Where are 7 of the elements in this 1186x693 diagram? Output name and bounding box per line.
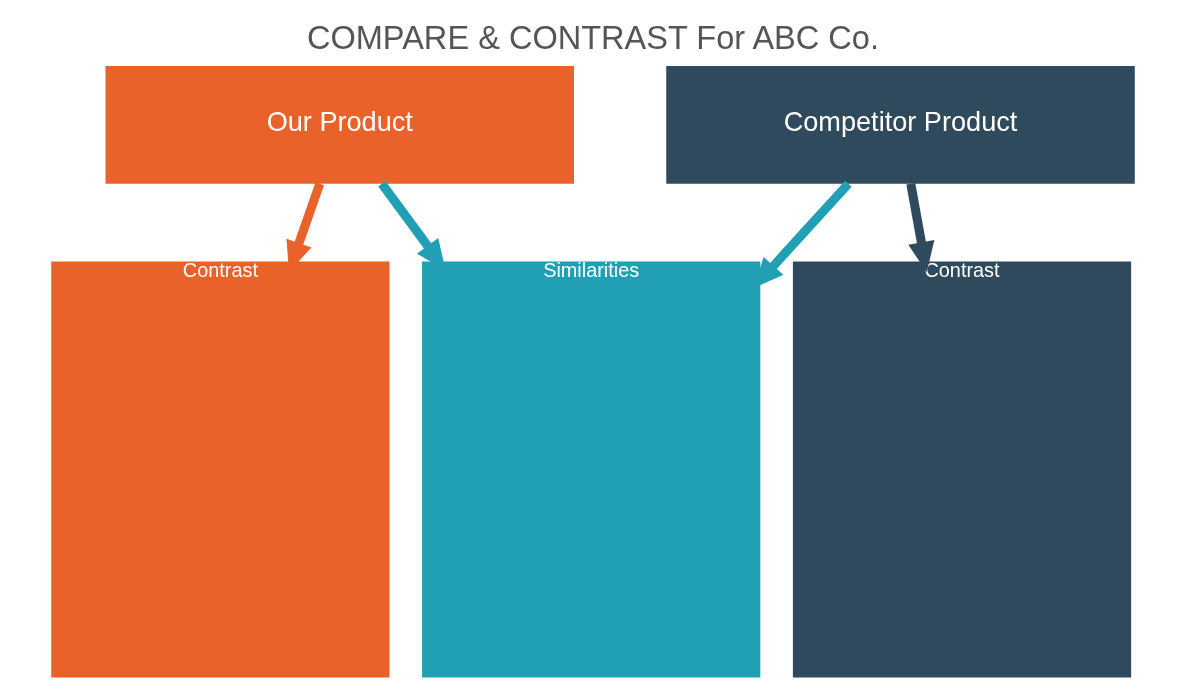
diagram-title: COMPARE & CONTRAST For ABC Co. [306, 19, 880, 56]
node-box: Our Product [105, 66, 574, 184]
node-box: Similarities [422, 261, 761, 678]
node-box: Contrast [792, 261, 1132, 678]
arrow [906, 183, 935, 273]
node-box: Competitor Product [666, 66, 1135, 184]
node-box: Contrast [51, 261, 390, 678]
